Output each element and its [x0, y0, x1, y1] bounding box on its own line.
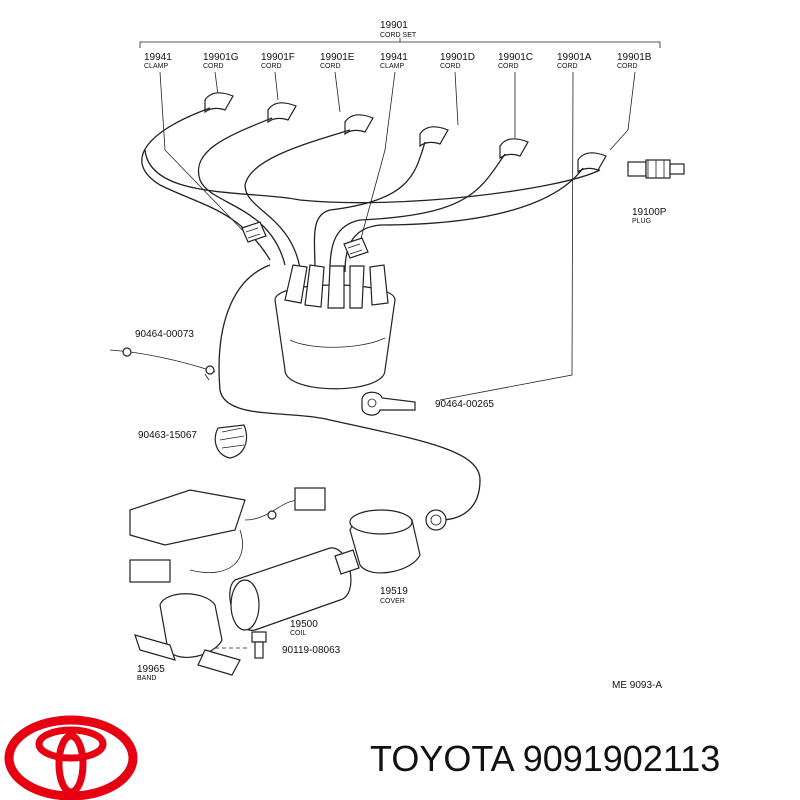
coil-cover: [349, 509, 421, 574]
svg-text:CLAMP: CLAMP: [144, 63, 168, 70]
svg-text:19901C: 19901C: [498, 52, 533, 63]
svg-text:CLAMP: CLAMP: [380, 63, 404, 70]
top-label-cord-a: 19901A CORD: [557, 52, 592, 70]
svg-text:CORD: CORD: [320, 63, 341, 70]
wire-clamp-right: [343, 237, 369, 259]
mounting-band: [134, 593, 241, 676]
svg-text:CORD: CORD: [440, 63, 461, 70]
ignition-coil: [229, 547, 360, 631]
clip-90464-00265: [361, 391, 416, 416]
part-90464-00073-label: 90464-00073: [135, 329, 194, 340]
part-90464-00265-label: 90464-00265: [435, 399, 494, 410]
svg-text:19901F: 19901F: [261, 52, 295, 63]
spark-plug: [627, 159, 685, 179]
svg-text:CORD: CORD: [557, 63, 578, 70]
leader-lines: [159, 71, 636, 401]
svg-text:CORD: CORD: [617, 63, 638, 70]
logo-inner-horizontal: [35, 726, 107, 762]
svg-text:CORD: CORD: [261, 63, 282, 70]
header-name: CORD SET: [380, 32, 417, 39]
top-label-clamp-2: 19941 CLAMP: [380, 52, 408, 70]
top-label-cord-b: 19901B CORD: [617, 52, 652, 70]
plug-boots: [204, 92, 607, 174]
top-label-cord-d: 19901D CORD: [440, 52, 475, 70]
coil-number: 19500: [290, 619, 318, 630]
svg-text:19941: 19941: [144, 52, 172, 63]
band-clip-90463-15067: [214, 424, 248, 459]
svg-text:19941: 19941: [380, 52, 408, 63]
cover-number: 19519: [380, 586, 408, 597]
distributor-cap: [274, 264, 396, 390]
bolt: [215, 631, 267, 659]
plug-number: 19100P: [632, 207, 667, 218]
coil-terminal-cap: [425, 509, 447, 531]
logo-inner-vertical: [55, 732, 87, 796]
coil-wiring-harness: [129, 487, 326, 583]
svg-text:19901G: 19901G: [203, 52, 239, 63]
svg-text:CORD: CORD: [498, 63, 519, 70]
part-90463-15067-label: 90463-15067: [138, 430, 197, 441]
bolt-label: 90119-08063: [282, 645, 341, 656]
plug-name: PLUG: [632, 218, 651, 225]
header-number: 19901: [380, 20, 408, 31]
svg-text:19901D: 19901D: [440, 52, 475, 63]
svg-text:19901A: 19901A: [557, 52, 592, 63]
top-label-cord-f: 19901F CORD: [261, 52, 295, 70]
svg-text:19901B: 19901B: [617, 52, 652, 63]
band-number: 19965: [137, 664, 165, 675]
top-label-cord-c: 19901C CORD: [498, 52, 533, 70]
cover-name: COVER: [380, 598, 405, 605]
band-name: BAND: [137, 675, 156, 682]
top-label-cord-e: 19901E CORD: [320, 52, 355, 70]
logo-outer-ellipse: [4, 715, 138, 800]
coil-name: COIL: [290, 630, 306, 637]
header-bracket: [139, 38, 661, 48]
toyota-logo-icon: [4, 715, 138, 800]
top-label-cord-g: 19901G CORD: [203, 52, 239, 70]
diagram-code: ME 9093-A: [612, 680, 662, 691]
wire-clamp-left: [241, 221, 267, 243]
wire-clip-90464-00073: [109, 347, 216, 381]
svg-text:19901E: 19901E: [320, 52, 355, 63]
top-label-clamp-1: 19941 CLAMP: [144, 52, 172, 70]
svg-text:CORD: CORD: [203, 63, 224, 70]
ignition-wires: [141, 107, 601, 521]
brand-part-number: TOYOTA 9091902113: [370, 738, 721, 779]
